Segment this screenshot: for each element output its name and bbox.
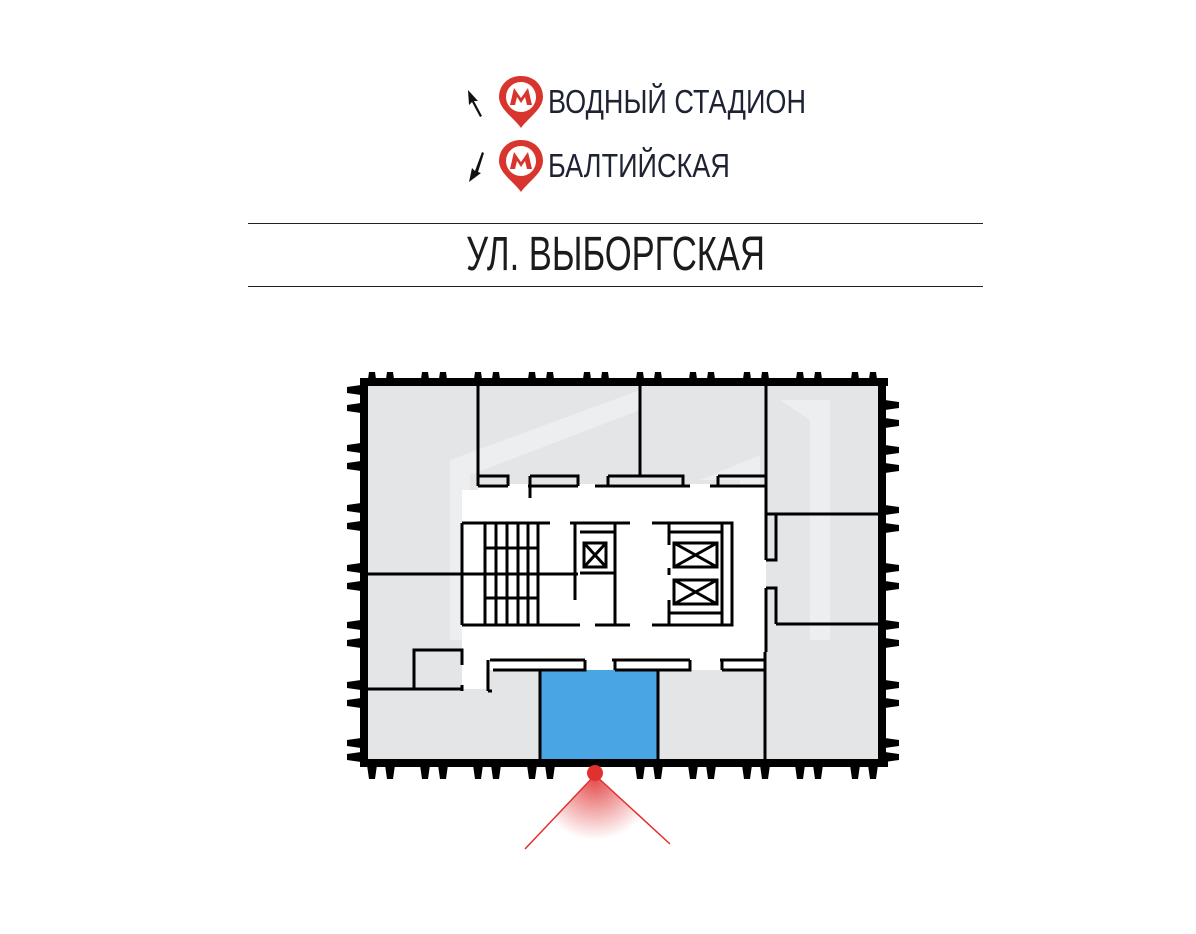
units xyxy=(366,384,878,759)
window-mullions-right xyxy=(885,400,899,762)
unit-ne[interactable] xyxy=(766,384,878,514)
metro-pin-icon xyxy=(499,76,543,128)
outer-walls xyxy=(360,378,888,767)
window-mullions-bottom xyxy=(367,765,878,779)
unit-sw-inner[interactable] xyxy=(486,670,540,759)
metro-station-row: ВОДНЫЙ СТАДИОН xyxy=(462,74,863,130)
metro-station-name: БАЛТИЙСКАЯ xyxy=(548,147,730,184)
metro-pin-icon xyxy=(499,140,543,192)
unit-e[interactable] xyxy=(766,514,878,624)
view-direction-marker xyxy=(524,765,671,850)
unit-nw[interactable] xyxy=(366,384,478,574)
street-name: УЛ. ВЫБОРГСКАЯ xyxy=(466,228,765,281)
street-banner: УЛ. ВЫБОРГСКАЯ xyxy=(248,223,983,287)
metro-station-row: БАЛТИЙСКАЯ xyxy=(462,138,770,194)
unit-n2[interactable] xyxy=(640,384,766,484)
interior-walls xyxy=(366,386,878,759)
unit-n1[interactable] xyxy=(478,384,640,484)
unit-highlighted[interactable] xyxy=(540,670,658,759)
window-mullions-top xyxy=(367,372,878,386)
unit-se[interactable] xyxy=(765,624,878,759)
window-mullions-left xyxy=(347,385,361,762)
watermark-logo xyxy=(450,390,830,640)
metro-station-name: ВОДНЫЙ СТАДИОН xyxy=(548,83,806,120)
arrow-up-left-icon xyxy=(468,90,482,117)
unit-s2[interactable] xyxy=(658,670,765,759)
arrow-down-left-icon xyxy=(469,152,484,182)
elevator-icons xyxy=(582,541,719,606)
